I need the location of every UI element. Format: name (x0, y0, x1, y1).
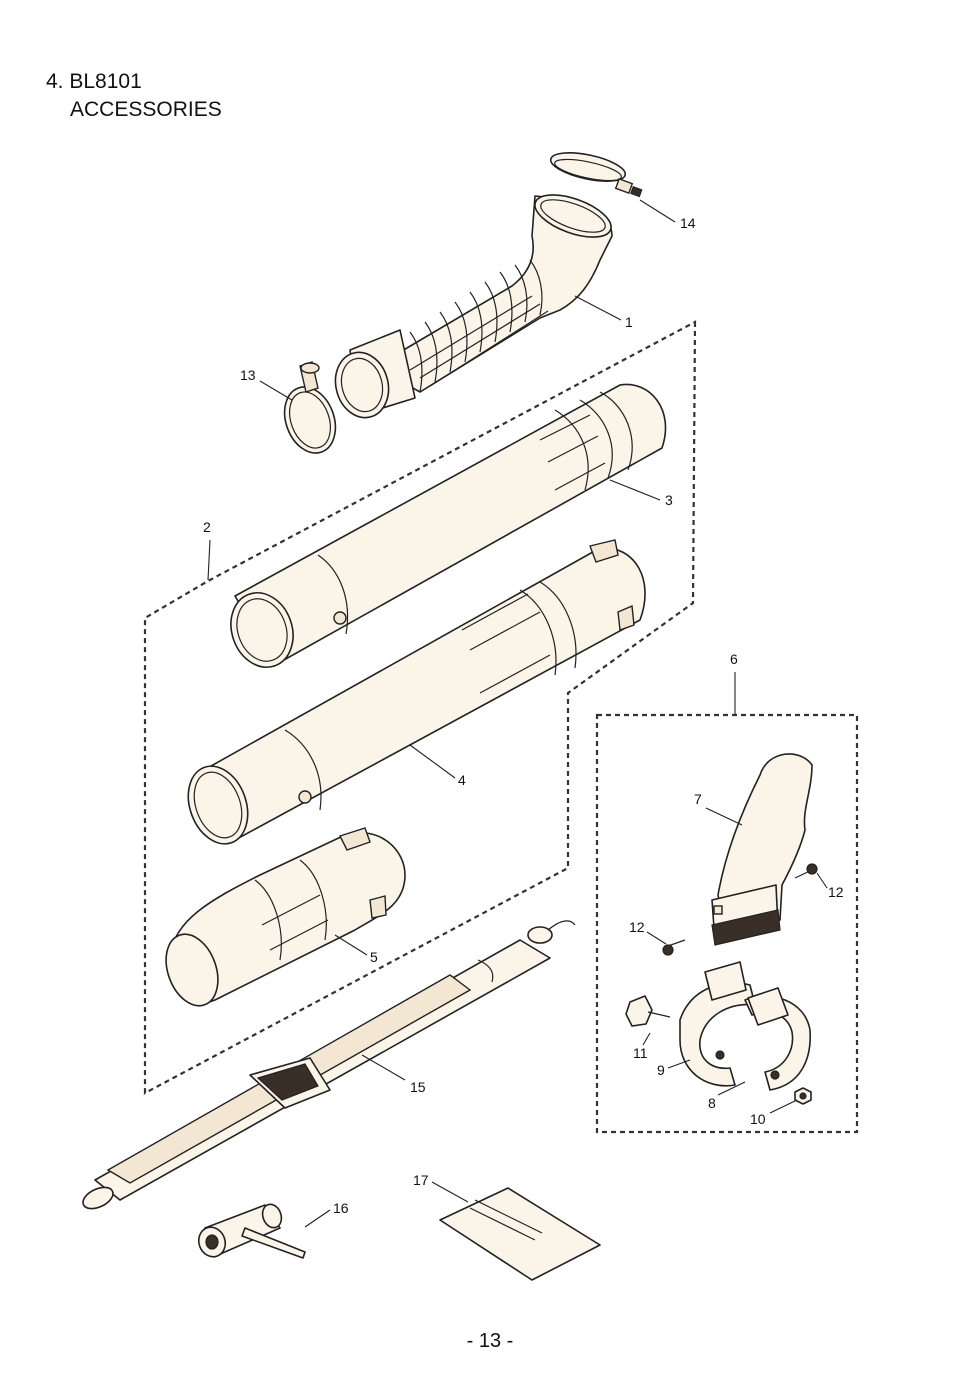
callout-13: 13 (240, 367, 256, 383)
callout-12-lower: 12 (629, 919, 645, 935)
title-section: ACCESSORIES (70, 98, 222, 121)
leader-lines (207, 199, 828, 1228)
part-9-clamp-half (679, 961, 756, 1087)
callout-16: 16 (333, 1200, 349, 1216)
part-11-knob (625, 995, 671, 1027)
callout-9: 9 (657, 1062, 665, 1078)
title-model: 4. BL8101 (46, 70, 142, 93)
part-14-hose-clamp (549, 152, 643, 198)
part-5-nozzle (165, 827, 406, 1007)
part-1-flex-hose (334, 194, 613, 419)
part-12-screw-lower (662, 939, 686, 956)
page-title: 4. BL8101 ACCESSORIES (46, 68, 222, 124)
part-12-screw-upper (794, 863, 818, 879)
part-3-pipe (230, 383, 667, 668)
callout-15: 15 (410, 1079, 426, 1095)
callout-4: 4 (458, 772, 466, 788)
part-16-wrench (197, 1203, 306, 1259)
callout-14: 14 (680, 215, 696, 231)
pipe-group-outline (143, 320, 697, 1095)
part-10-nut (794, 1087, 812, 1105)
callout-11: 11 (633, 1045, 648, 1061)
callout-17: 17 (413, 1172, 429, 1188)
part-17-manual (439, 1187, 601, 1281)
callout-5: 5 (370, 949, 378, 965)
part-13-clamp (283, 361, 337, 454)
part-7-handle (711, 753, 813, 946)
callout-12-upper: 12 (828, 884, 844, 900)
part-4-pipe (187, 539, 646, 845)
page-number: - 13 - (466, 1330, 514, 1352)
callout-3: 3 (665, 492, 673, 508)
callout-6: 6 (730, 651, 738, 667)
handle-group-outline (595, 713, 859, 1134)
callout-8: 8 (708, 1095, 716, 1111)
part-15-strap (82, 920, 576, 1210)
part-8-clamp-half (744, 987, 811, 1091)
callout-1: 1 (625, 314, 633, 330)
callout-2: 2 (203, 519, 211, 535)
callout-7: 7 (694, 791, 702, 807)
callout-10: 10 (750, 1111, 766, 1127)
